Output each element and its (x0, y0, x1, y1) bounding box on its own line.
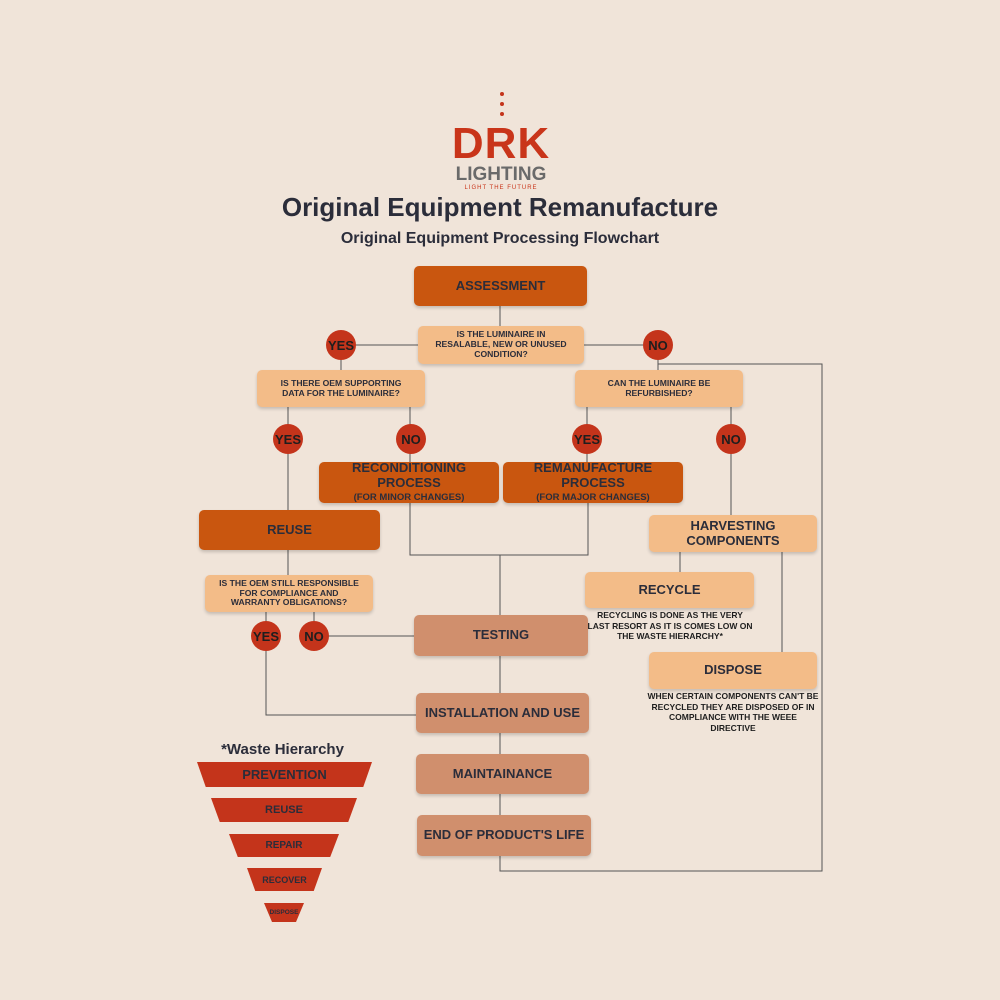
yes-circle: YES (572, 424, 602, 454)
no-circle: NO (643, 330, 673, 360)
pyramid-level-dispose: DISPOSE (264, 903, 304, 922)
yes-circle: YES (326, 330, 356, 360)
maintenance-node: MAINTAINANCE (416, 754, 589, 794)
reconditioning-label: RECONDITIONING PROCESS (351, 460, 467, 491)
harvesting-node: HARVESTING COMPONENTS (649, 515, 817, 552)
logo-tagline: LIGHT THE FUTURE (464, 185, 538, 191)
logo-sub: LIGHTING (455, 164, 547, 185)
pyramid-level-reuse: REUSE (211, 798, 357, 822)
logo-dot (500, 102, 504, 106)
dispose-note: WHEN CERTAIN COMPONENTS CAN'T BE RECYCLE… (647, 691, 819, 733)
logo-dot (500, 92, 504, 96)
reuse-node: REUSE (199, 510, 380, 550)
logo-brand: DRK (451, 119, 551, 168)
waste-hierarchy-title: *Waste Hierarchy (221, 741, 344, 758)
no-circle: NO (299, 621, 329, 651)
remanufacture-node: REMANUFACTURE PROCESS (FOR MAJOR CHANGES… (503, 460, 683, 503)
dispose-node: DISPOSE (649, 652, 817, 689)
pyramid-level-recover: RECOVER (247, 868, 322, 891)
reconditioning-node: RECONDITIONING PROCESS (FOR MINOR CHANGE… (319, 460, 499, 503)
resalable-question: IS THE LUMINAIRE IN RESALABLE, NEW OR UN… (418, 326, 584, 364)
logo-dot (500, 112, 504, 116)
page-title: Original Equipment Remanufacture (281, 192, 719, 222)
oem-responsible-question: IS THE OEM STILL RESPONSIBLE FOR COMPLIA… (205, 575, 373, 612)
no-circle: NO (716, 424, 746, 454)
remanufacture-sublabel: (FOR MAJOR CHANGES) (536, 491, 650, 503)
oem-data-question: IS THERE OEM SUPPORTING DATA FOR THE LUM… (257, 370, 425, 407)
assessment-node: ASSESSMENT (414, 266, 587, 306)
yes-circle: YES (251, 621, 281, 651)
testing-node: TESTING (414, 615, 588, 656)
yes-circle: YES (273, 424, 303, 454)
recycle-node: RECYCLE (585, 572, 754, 608)
logo: DRK LIGHTING LIGHT THE FUTURE (430, 122, 572, 192)
pyramid-level-prevention: PREVENTION (197, 762, 372, 787)
end-of-life-node: END OF PRODUCT'S LIFE (417, 815, 591, 856)
recycle-note: RECYCLING IS DONE AS THE VERY LAST RESOR… (587, 610, 753, 642)
refurbish-question: CAN THE LUMINAIRE BE REFURBISHED? (575, 370, 743, 407)
no-circle: NO (396, 424, 426, 454)
reconditioning-sublabel: (FOR MINOR CHANGES) (353, 491, 465, 503)
page-subtitle: Original Equipment Processing Flowchart (340, 230, 660, 247)
remanufacture-label: REMANUFACTURE PROCESS (533, 460, 653, 491)
pyramid-level-repair: REPAIR (229, 834, 339, 857)
installation-node: INSTALLATION AND USE (416, 693, 589, 733)
